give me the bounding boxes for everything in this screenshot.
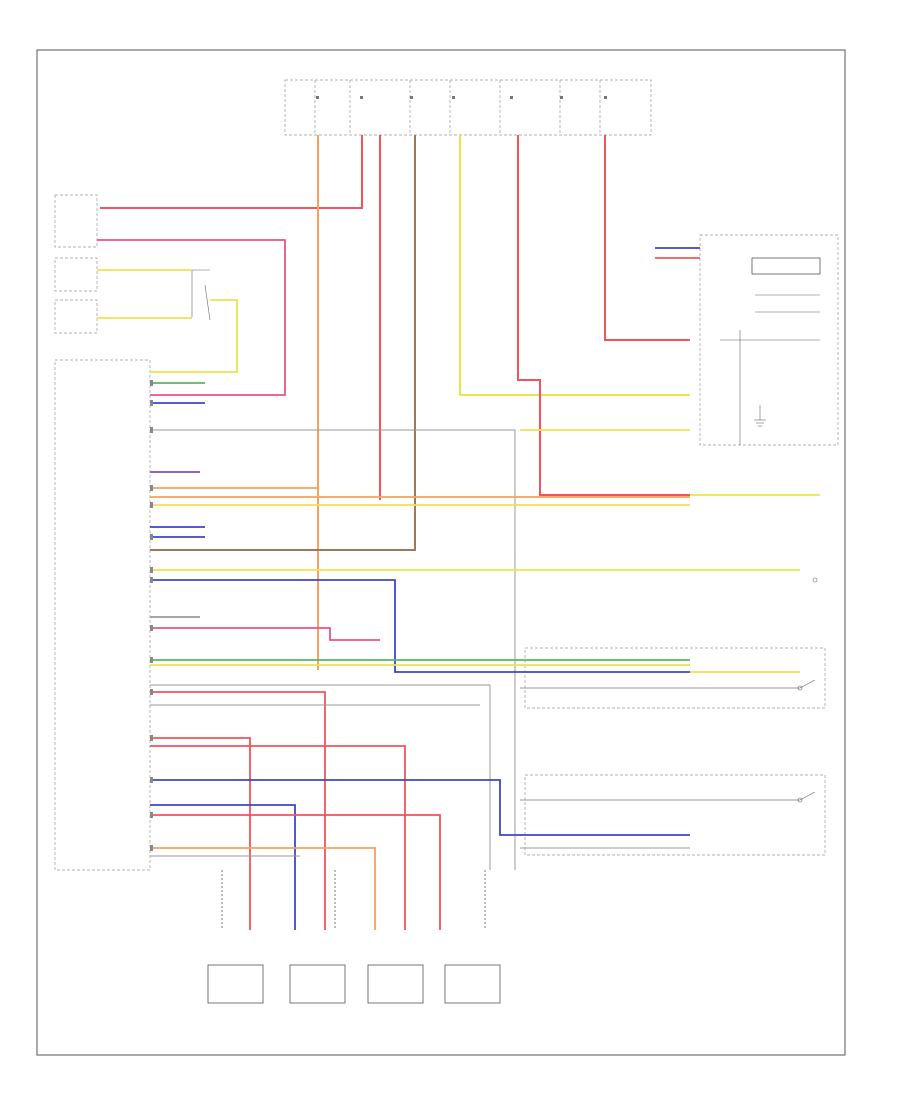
top-left-wires [97, 239, 286, 396]
bottom-component-2 [289, 964, 346, 1004]
fuse-relay-box [284, 79, 652, 136]
bottom-stubs [221, 870, 486, 930]
connector-icon [150, 380, 153, 851]
diagram-frame [36, 49, 846, 1056]
right-module-3 [524, 774, 826, 856]
bottom-component-4 [444, 964, 501, 1004]
horizontal-wires [150, 247, 820, 930]
right-module-2 [524, 647, 826, 709]
bottom-component-1 [207, 964, 264, 1004]
control-module-outline [54, 359, 151, 871]
bottom-component-3 [367, 964, 424, 1004]
ground-icon [754, 405, 766, 427]
switch-icon [797, 577, 818, 803]
top-left-switches [54, 194, 211, 334]
right-module [699, 234, 839, 446]
bottom-components [207, 964, 501, 1004]
